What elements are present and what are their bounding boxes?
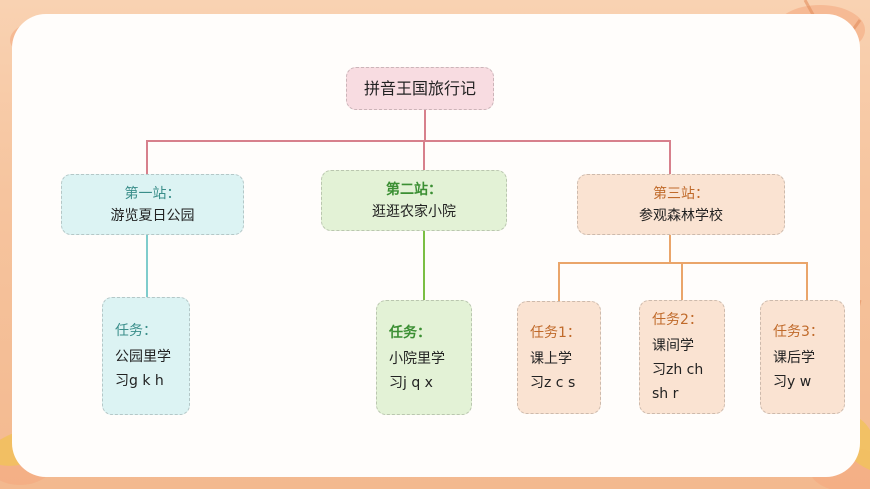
task-4-node: 任务2： 课间学 习zh ch sh r [639, 300, 725, 414]
task-4-line-3: sh r [652, 386, 679, 402]
root-connector [146, 110, 671, 174]
station-1-node: 第一站： 游览夏日公园 [61, 174, 244, 235]
station-2-node: 第二站： 逛逛农家小院 [321, 170, 507, 231]
station-2-head: 第二站： [386, 181, 442, 198]
task-4-line-1: 课间学 [652, 338, 694, 354]
task-2-head: 任务： [389, 324, 431, 341]
task-2-line-2: 习j q x [389, 374, 433, 391]
task-1-line-2: 习g k h [115, 373, 164, 389]
task-3-line-1: 课上学 [530, 350, 572, 367]
task-5-node: 任务3： 课后学 习y w [760, 300, 845, 414]
station-3-head: 第三站： [653, 185, 709, 202]
task-4-head: 任务2： [652, 312, 703, 328]
task-5-line-1: 课后学 [773, 350, 815, 366]
station-2-name: 逛逛农家小院 [372, 203, 456, 220]
station-3-connector [558, 235, 808, 301]
task-3-head: 任务1： [530, 324, 581, 341]
task-2-node: 任务： 小院里学 习j q x [376, 300, 472, 415]
station-3-node: 第三站： 参观森林学校 [577, 174, 785, 235]
task-5-line-2: 习y w [773, 374, 812, 390]
task-3-line-2: 习z c s [530, 374, 576, 391]
station-1-head: 第一站： [124, 185, 181, 202]
task-2-line-1: 小院里学 [389, 350, 445, 367]
task-3-node: 任务1： 课上学 习z c s [517, 301, 601, 414]
root-title: 拼音王国旅行记 [363, 78, 476, 98]
root-node: 拼音王国旅行记 [346, 67, 494, 110]
task-5-head: 任务3： [773, 324, 824, 340]
task-1-head: 任务： [115, 323, 157, 339]
task-4-line-2: 习zh ch [652, 362, 704, 378]
station-1-name: 游览夏日公园 [110, 207, 195, 224]
task-1-node: 任务： 公园里学 习g k h [102, 297, 190, 415]
station-3-name: 参观森林学校 [639, 207, 723, 224]
task-1-line-1: 公园里学 [115, 349, 171, 365]
